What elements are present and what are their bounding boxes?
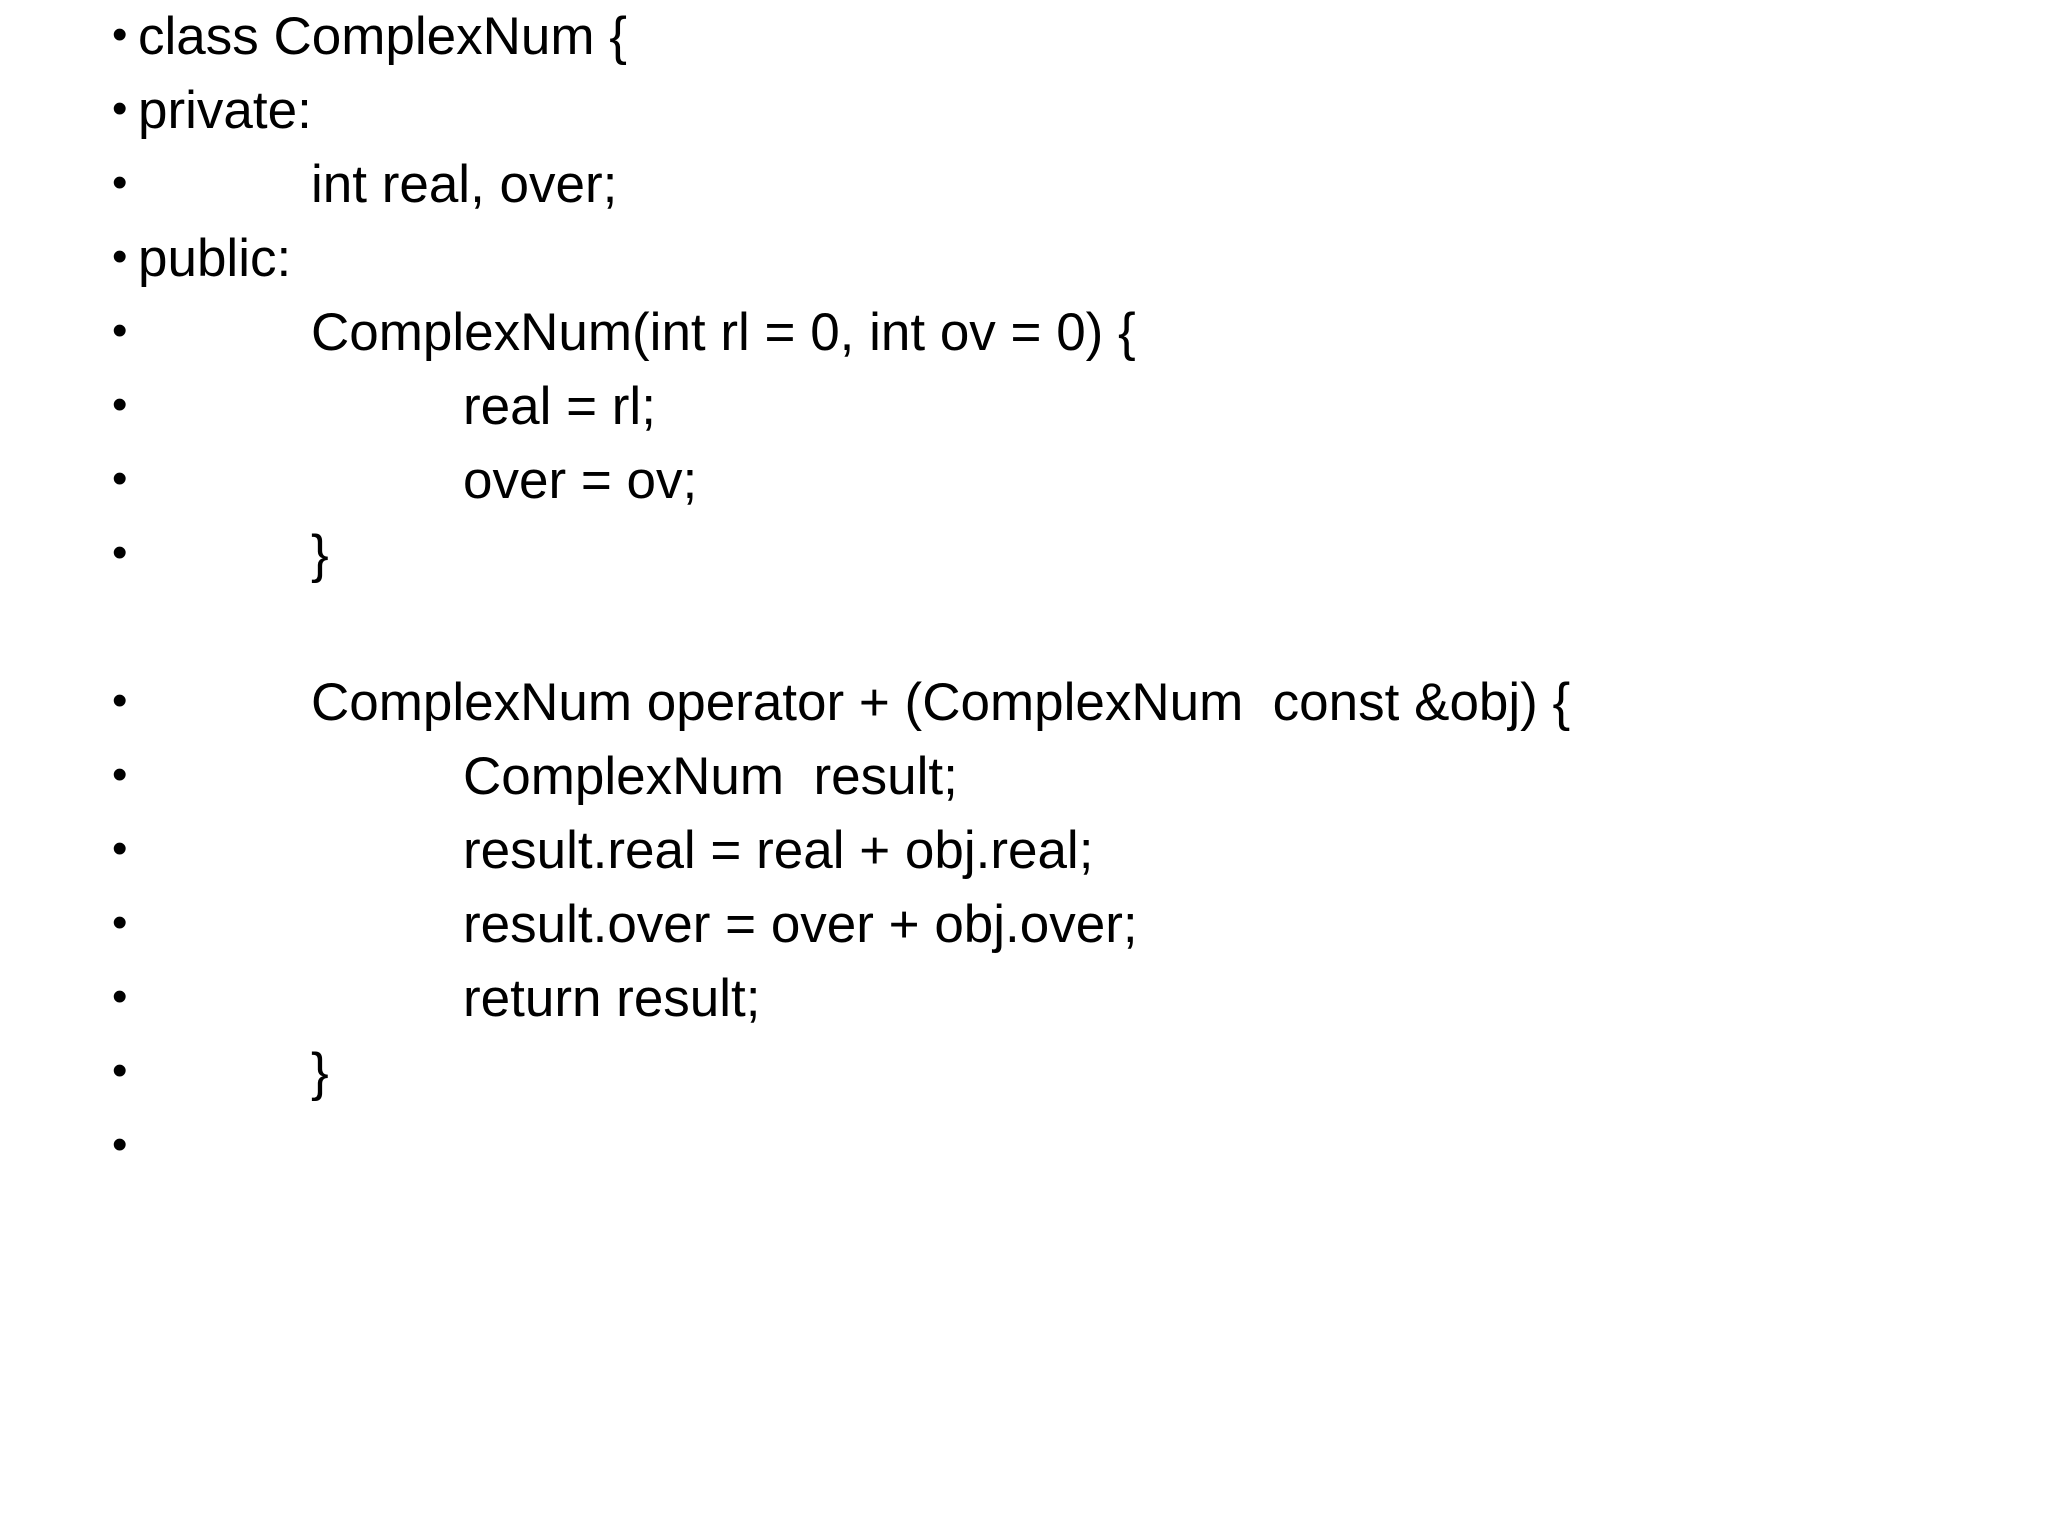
code-bullet-line: •public: bbox=[0, 222, 2048, 296]
code-bullet-line: • result.over = over + obj.over; bbox=[0, 888, 2048, 962]
code-bullet-line: • ComplexNum operator + (ComplexNum const… bbox=[0, 666, 2048, 740]
bullet-point-icon: • bbox=[112, 158, 128, 207]
bullet-point-icon: • bbox=[112, 676, 128, 725]
bullet-point-icon: • bbox=[112, 528, 128, 577]
bullet-point-icon: • bbox=[112, 380, 128, 429]
code-line-text: } bbox=[311, 525, 329, 584]
code-line-text: return result; bbox=[463, 969, 761, 1028]
code-line-text: ComplexNum result; bbox=[463, 747, 958, 806]
bullet-point-icon: • bbox=[112, 972, 128, 1021]
code-bullet-line: •} bbox=[0, 1036, 2048, 1110]
code-bullet-line: • bbox=[0, 1110, 2048, 1184]
code-bullet-list: •class ComplexNum {•private:•int real, o… bbox=[0, 0, 2048, 1184]
blank-line bbox=[0, 592, 2048, 666]
code-line-text: } bbox=[311, 1043, 329, 1102]
code-line-text: public: bbox=[138, 229, 292, 288]
bullet-point-icon: • bbox=[112, 898, 128, 947]
bullet-point-icon: • bbox=[112, 306, 128, 355]
code-bullet-line: •private: bbox=[0, 74, 2048, 148]
code-bullet-line: • real = rl; bbox=[0, 370, 2048, 444]
bullet-point-icon: • bbox=[112, 232, 128, 281]
code-bullet-line: •class ComplexNum { bbox=[0, 0, 2048, 74]
code-line-text: int real, over; bbox=[311, 155, 618, 214]
bullet-point-icon: • bbox=[112, 84, 128, 133]
bullet-point-icon: • bbox=[112, 1046, 128, 1095]
code-line-text: private: bbox=[138, 81, 312, 140]
code-bullet-line: • int real, over; bbox=[0, 148, 2048, 222]
code-bullet-line: • ComplexNum result; bbox=[0, 740, 2048, 814]
code-line-text: real = rl; bbox=[463, 377, 656, 436]
code-line-text: class ComplexNum { bbox=[138, 7, 627, 66]
code-line-text: result.over = over + obj.over; bbox=[463, 895, 1138, 954]
bullet-point-icon: • bbox=[112, 750, 128, 799]
code-line-text: ComplexNum(int rl = 0, int ov = 0) { bbox=[311, 303, 1136, 362]
bullet-point-icon: • bbox=[112, 454, 128, 503]
code-bullet-line: • result.real = real + obj.real; bbox=[0, 814, 2048, 888]
code-bullet-line: •} bbox=[0, 518, 2048, 592]
bullet-point-icon: • bbox=[112, 10, 128, 59]
bullet-point-icon: • bbox=[112, 824, 128, 873]
code-line-text: over = ov; bbox=[463, 451, 698, 510]
code-line-text: ComplexNum operator + (ComplexNum const … bbox=[311, 673, 1571, 732]
code-bullet-line: • over = ov; bbox=[0, 444, 2048, 518]
code-line-text: result.real = real + obj.real; bbox=[463, 821, 1094, 880]
code-bullet-line: • ComplexNum(int rl = 0, int ov = 0) { bbox=[0, 296, 2048, 370]
bullet-point-icon: • bbox=[112, 1120, 128, 1169]
code-bullet-line: • return result; bbox=[0, 962, 2048, 1036]
